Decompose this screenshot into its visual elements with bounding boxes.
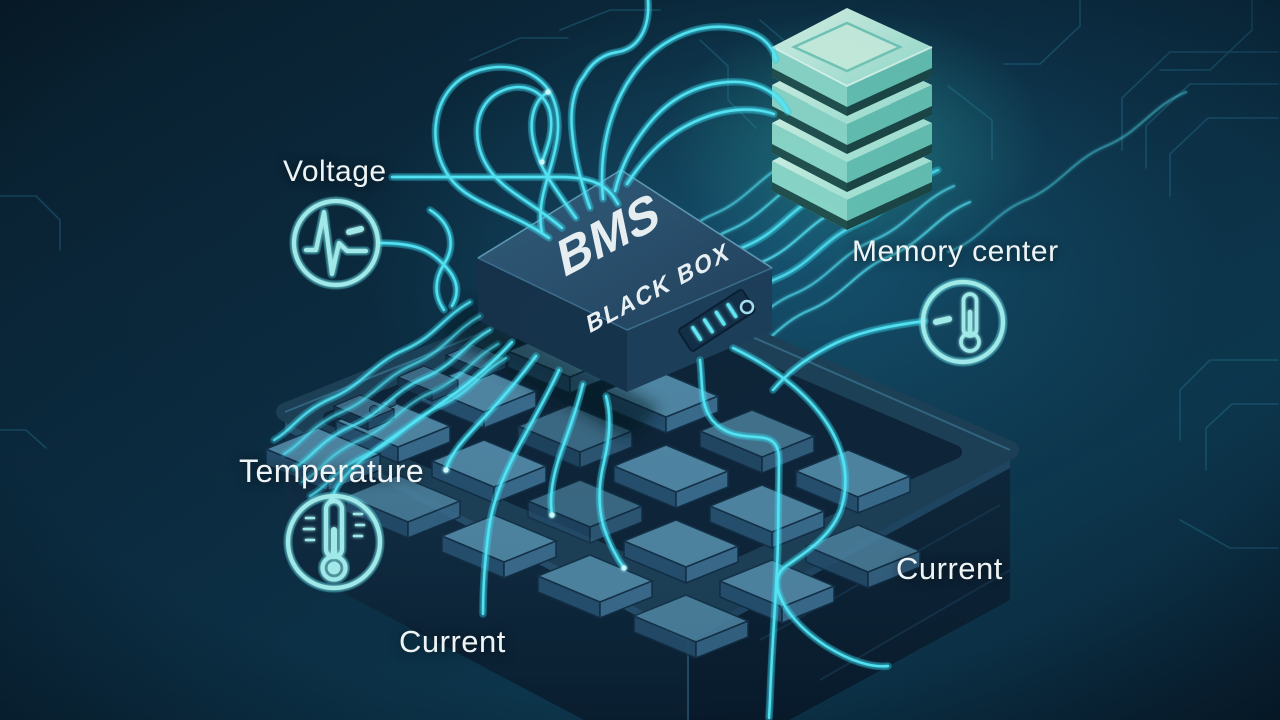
- temperature-label: Temperature: [239, 453, 425, 489]
- memory-stack: [771, 8, 933, 230]
- current-label-bottom: Current: [399, 624, 506, 659]
- current-label-right: Current: [896, 551, 1003, 586]
- memory-center-label: Memory center: [852, 235, 1059, 268]
- chip-indicator-light: [739, 299, 755, 315]
- voltage-label: Voltage: [283, 155, 387, 188]
